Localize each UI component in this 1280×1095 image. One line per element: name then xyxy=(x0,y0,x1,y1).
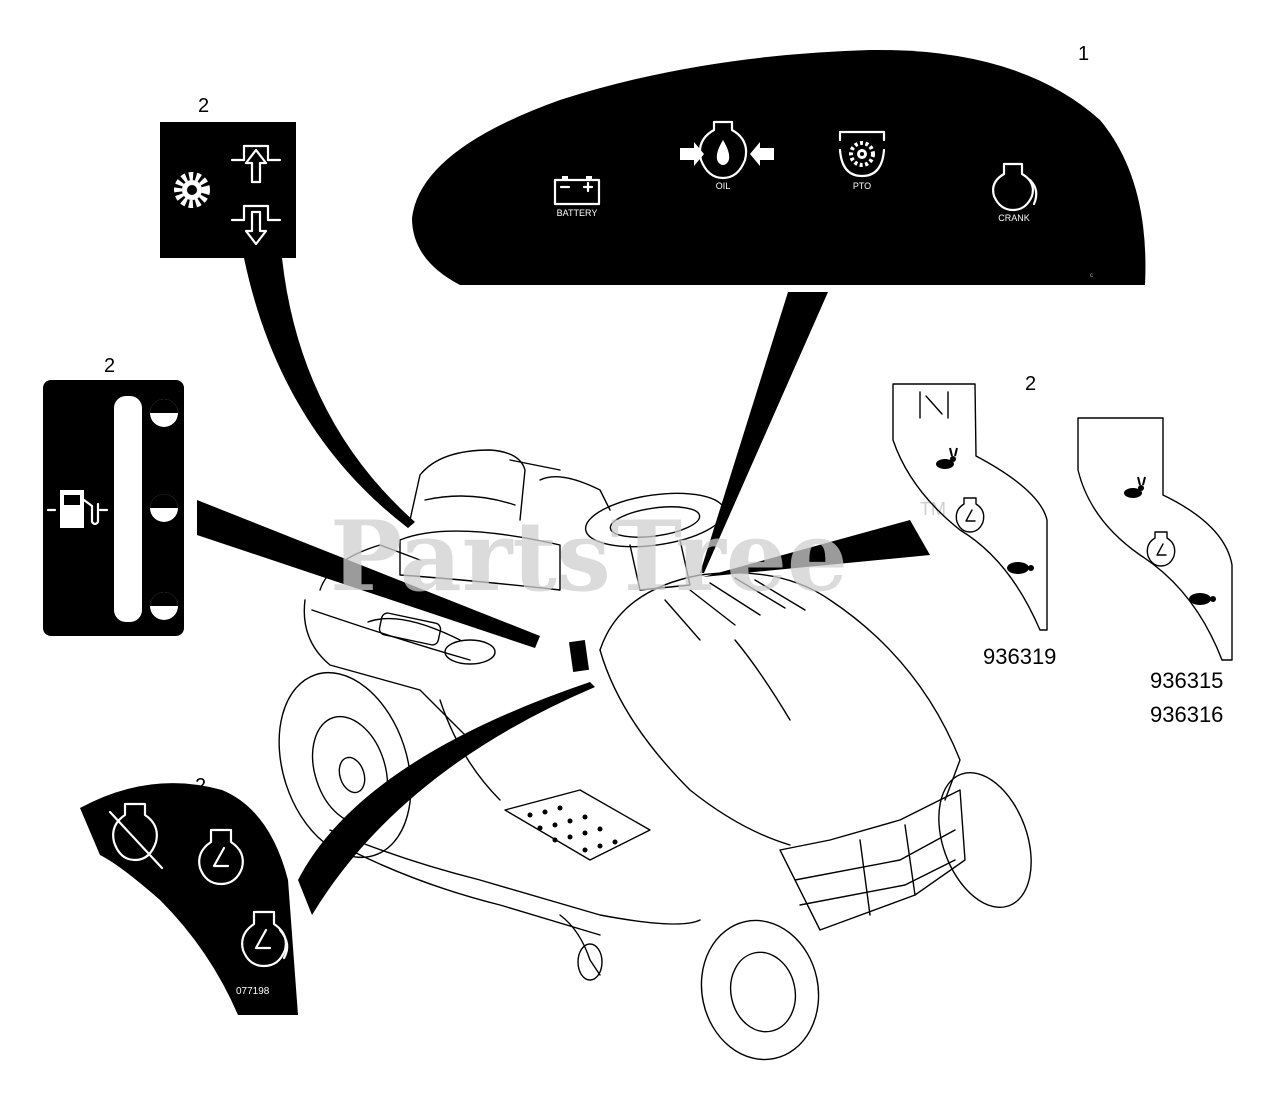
watermark-text: PartsTree xyxy=(330,500,848,613)
slow-turtle-icon xyxy=(1189,593,1216,605)
slow-turtle-icon xyxy=(1007,562,1034,574)
ignition-part-code: 077198 xyxy=(236,986,270,997)
part-number-936319: 936319 xyxy=(983,644,1056,669)
engine-start-icon xyxy=(241,910,289,968)
callout-throttle-decal: 2 xyxy=(1025,373,1036,395)
shift-decal xyxy=(160,122,296,258)
fuel-gauge-decal xyxy=(43,380,184,636)
callout-shift-decal: 2 xyxy=(198,95,209,117)
leader-dash xyxy=(700,292,828,573)
callout-dash-panel: 1 xyxy=(1078,43,1089,65)
oil-label: OIL xyxy=(716,181,731,191)
leader-fuel xyxy=(197,500,540,648)
dash-panel-decal: BATTERY OIL PTO CRANK c xyxy=(412,49,1146,285)
neutral-icon xyxy=(919,391,949,419)
throttle-decal-right xyxy=(1077,417,1233,661)
callout-fuel-decal: 2 xyxy=(104,355,115,377)
shift-down-icon xyxy=(230,204,282,246)
footboard-holes xyxy=(527,805,618,853)
callout-ignition-decal: 2 xyxy=(195,775,206,797)
battery-label: BATTERY xyxy=(557,208,598,218)
fuel-decal-on-tractor xyxy=(568,640,590,672)
engine-off-icon xyxy=(108,802,164,870)
leader-throttle xyxy=(703,520,930,577)
watermark: PartsTree TM xyxy=(330,499,946,613)
throttle-decal-left xyxy=(892,383,1048,631)
fast-rabbit-icon xyxy=(1124,476,1146,498)
watermark-trademark: TM xyxy=(920,499,946,519)
choke-icon xyxy=(955,497,985,533)
pto-label: PTO xyxy=(853,181,871,191)
leader-lines xyxy=(197,258,930,915)
fuel-pump-icon xyxy=(46,490,109,528)
crank-label: CRANK xyxy=(998,213,1030,223)
crank-icon xyxy=(992,162,1038,212)
engine-run-icon xyxy=(198,828,244,886)
pto-icon xyxy=(838,130,886,178)
oil-pressure-icon xyxy=(680,120,774,180)
part-number-936315: 936315 xyxy=(1150,668,1223,693)
shift-up-icon xyxy=(230,144,282,184)
ignition-decal: 077198 xyxy=(80,783,298,1015)
dash-panel-fine-print: c xyxy=(1090,273,1093,279)
lawn-tractor-drawing xyxy=(278,449,1032,1061)
part-number-936316: 936316 xyxy=(1150,702,1223,727)
choke-icon xyxy=(1146,531,1176,567)
fast-rabbit-icon xyxy=(936,447,958,469)
battery-icon xyxy=(553,176,601,206)
leader-shift xyxy=(244,258,415,528)
gear-icon xyxy=(174,172,210,208)
